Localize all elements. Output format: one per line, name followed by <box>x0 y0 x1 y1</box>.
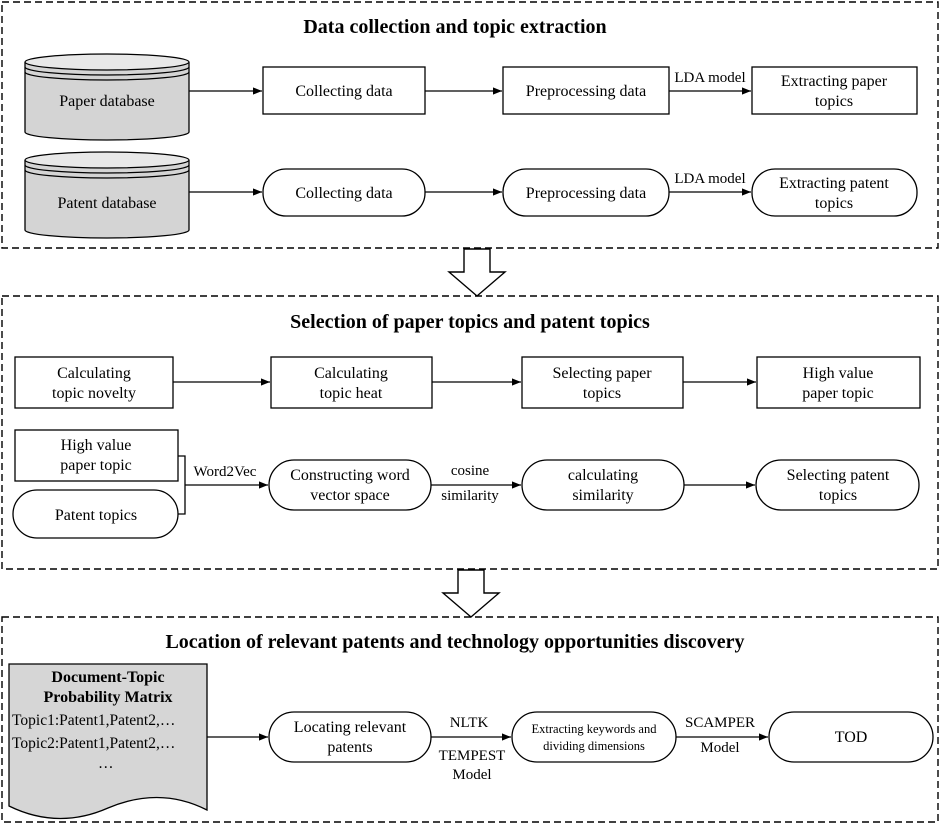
tod-label: TOD <box>835 729 868 746</box>
extracting-keywords-box <box>511 711 677 763</box>
collecting-paper-data-label: Collecting data <box>295 83 392 100</box>
preprocessing-paper-data-label: Preprocessing data <box>526 83 646 100</box>
calculating-topic-heat-box <box>270 356 433 409</box>
input-bracket <box>178 455 186 515</box>
tod-box <box>768 711 934 763</box>
extracting-patent-topics-line2: topics <box>815 195 853 212</box>
doc-row-3: … <box>98 755 114 772</box>
lda-model-label-paper: LDA model <box>674 70 745 86</box>
doc-title-line1: Document-Topic <box>51 669 164 686</box>
constructing-word-vector-space-line1: Constructing word <box>290 467 410 484</box>
preprocessing-patent-data-label: Preprocessing data <box>526 185 646 202</box>
document-shape <box>8 663 208 820</box>
doc-title-line2: Probability Matrix <box>43 689 172 706</box>
doc-row-1: Topic1:Patent1,Patent2,… <box>12 712 175 729</box>
down-arrow-1 <box>447 248 507 297</box>
high-value-paper-topic-input-line1: High value <box>61 437 132 454</box>
section-1-title: Data collection and topic extraction <box>303 16 606 38</box>
section-2-title: Selection of paper topics and patent top… <box>290 311 650 333</box>
calculating-topic-heat-line1: Calculating <box>314 365 388 382</box>
section-3-frame <box>1 616 939 823</box>
collecting-patent-data-label: Collecting data <box>295 185 392 202</box>
high-value-paper-topic-input-line2: paper topic <box>60 457 132 474</box>
lda-model-label-patent: LDA model <box>674 171 745 187</box>
selecting-patent-topics-line2: topics <box>819 487 857 504</box>
extracting-paper-topics-line1: Extracting paper <box>781 73 888 90</box>
calculating-topic-novelty-line1: Calculating <box>57 365 131 382</box>
paper-database-label: Paper database <box>59 93 155 110</box>
extracting-paper-topics-box <box>751 66 918 115</box>
calculating-topic-novelty-box <box>14 356 174 409</box>
doc-row-2: Topic2:Patent1,Patent2,… <box>12 735 175 752</box>
extracting-keywords-line2: dividing dimensions <box>543 739 645 753</box>
cosine-similarity-line1: cosine <box>451 463 490 479</box>
high-value-paper-topic-box <box>756 356 921 409</box>
extracting-patent-topics-line1: Extracting patent <box>779 175 889 192</box>
extracting-paper-topics-line2: topics <box>815 93 853 110</box>
patent-database-label: Patent database <box>57 195 156 212</box>
high-value-paper-topic-input-box <box>14 429 179 482</box>
calculating-similarity-line2: similarity <box>572 487 633 504</box>
selecting-paper-topics-line1: Selecting paper <box>552 365 652 382</box>
nltk-label: NLTK <box>450 715 489 731</box>
patent-database-cylinder: Patent database <box>24 151 190 239</box>
preprocessing-paper-data-box <box>502 66 670 115</box>
tempest-line2: Model <box>452 767 491 783</box>
selecting-patent-topics-line1: Selecting patent <box>787 467 890 484</box>
section-1-frame <box>1 1 939 249</box>
word2vec-label: Word2Vec <box>194 464 257 480</box>
calculating-topic-heat-line2: topic heat <box>320 385 383 402</box>
cosine-similarity-line2: similarity <box>441 488 499 504</box>
section-2-frame <box>1 295 939 570</box>
high-value-paper-topic-line1: High value <box>803 365 874 382</box>
locating-relevant-patents-line1: Locating relevant <box>294 719 407 736</box>
constructing-word-vector-space-line2: vector space <box>310 487 390 504</box>
calculating-similarity-line1: calculating <box>568 467 638 484</box>
extracting-keywords-line1: Extracting keywords and <box>532 722 658 736</box>
paper-database-cylinder: Paper database <box>24 53 190 141</box>
scamper-line1: SCAMPER <box>685 715 755 731</box>
scamper-line2: Model <box>700 740 739 756</box>
extracting-patent-topics-box <box>751 168 918 217</box>
calculating-topic-novelty-line2: topic novelty <box>52 385 136 402</box>
selecting-paper-topics-line2: topics <box>583 385 621 402</box>
locating-relevant-patents-line2: patents <box>327 739 372 756</box>
patent-topics-label: Patent topics <box>55 507 137 524</box>
tempest-line1: TEMPEST <box>439 748 506 764</box>
section-3-title: Location of relevant patents and technol… <box>165 631 744 653</box>
selecting-patent-topics-box <box>755 459 920 511</box>
document-topic-matrix: Document-Topic Probability Matrix Topic1… <box>8 663 208 820</box>
down-arrow-2 <box>441 569 501 618</box>
selecting-paper-topics-box <box>521 356 684 409</box>
high-value-paper-topic-line2: paper topic <box>802 385 874 402</box>
